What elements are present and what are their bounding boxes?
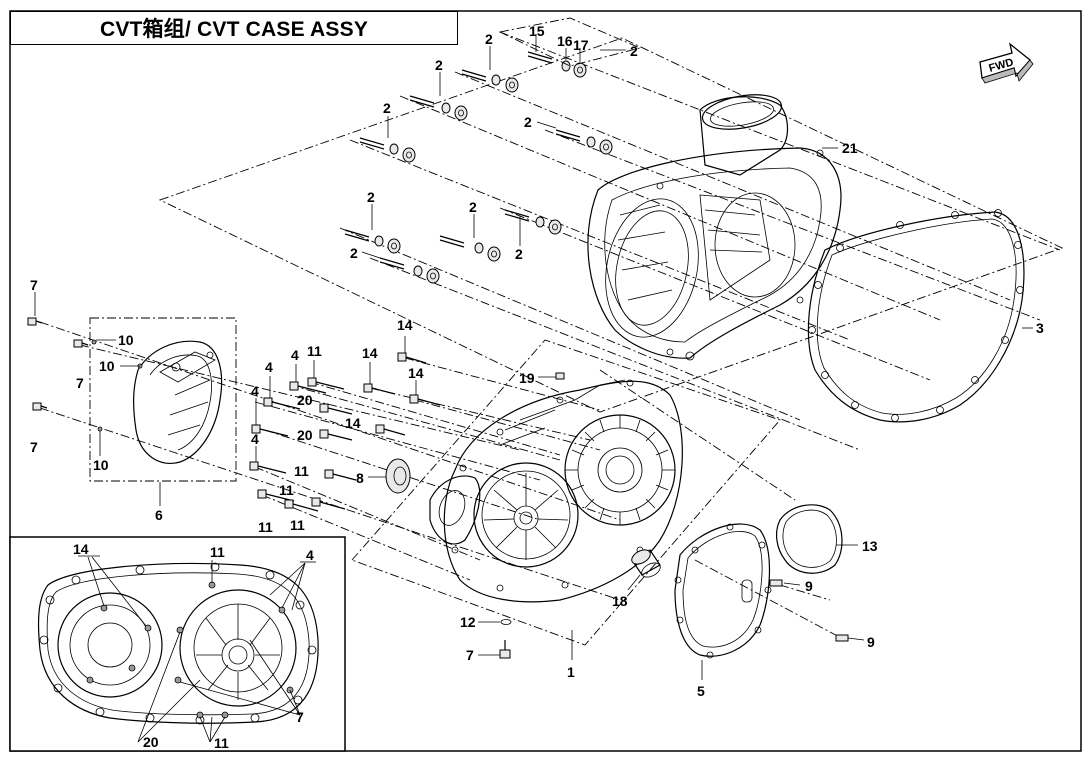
callout-15: 15 <box>529 23 545 39</box>
callout-4: 4 <box>265 359 273 375</box>
cvt-outer-cover <box>587 94 842 361</box>
callout-7: 7 <box>30 277 38 293</box>
bolt-set-lower-1 <box>344 229 401 254</box>
oil-seal <box>385 458 411 494</box>
shield-bolts <box>27 317 143 432</box>
dowel-pin <box>555 372 565 380</box>
callout-14: 14 <box>362 345 378 361</box>
callout-10: 10 <box>99 358 115 374</box>
inset-detail-view: 14 11 4 7 20 11 <box>9 536 346 752</box>
callout-7: 7 <box>76 375 84 391</box>
drain-bolt <box>499 619 512 659</box>
inner-gasket <box>674 523 772 659</box>
callout-9: 9 <box>867 634 875 650</box>
callout-14: 14 <box>397 317 413 333</box>
bolt-set-mid-right <box>555 129 613 155</box>
callout-2: 2 <box>630 43 638 59</box>
callout-4: 4 <box>251 431 259 447</box>
callout-19: 19 <box>519 370 535 386</box>
callout-2: 2 <box>435 57 443 73</box>
callout-11: 11 <box>294 463 309 479</box>
cvt-inner-case <box>429 379 683 603</box>
callout-20: 20 <box>297 427 313 443</box>
callout-3: 3 <box>1036 320 1044 336</box>
diagram-title: CVT箱组/ CVT CASE ASSY <box>10 11 458 45</box>
callout-7: 7 <box>466 647 474 663</box>
inset-callout-14: 14 <box>73 541 89 557</box>
case-bolts <box>249 352 441 512</box>
callout-12: 12 <box>460 614 476 630</box>
callout-4: 4 <box>251 383 259 399</box>
callout-11: 11 <box>258 519 273 535</box>
alignment-lines <box>39 31 1064 646</box>
fwd-arrow-icon: FWD <box>979 42 1034 84</box>
page-frame <box>9 10 1082 752</box>
callout-7: 7 <box>30 439 38 455</box>
callout-2: 2 <box>524 114 532 130</box>
callout-2: 2 <box>485 31 493 47</box>
inset-callout-4: 4 <box>306 547 314 563</box>
callout-13: 13 <box>862 538 878 554</box>
callout-11: 11 <box>307 343 322 359</box>
callout-2: 2 <box>350 245 358 261</box>
callout-8: 8 <box>356 470 364 486</box>
callout-labels: 15 16 17 2 2 2 2 2 2 2 2 2 21 3 7 10 10 … <box>30 23 1044 699</box>
callout-14: 14 <box>345 415 361 431</box>
callout-4: 4 <box>291 347 299 363</box>
bolt-set-lower-2 <box>379 257 440 284</box>
bolt-set-top-4 <box>359 137 416 163</box>
callout-11: 11 <box>290 517 305 533</box>
callout-2: 2 <box>383 100 391 116</box>
cover-gasket <box>807 209 1025 423</box>
inset-callout-11: 11 <box>214 735 229 751</box>
callout-5: 5 <box>697 683 705 699</box>
heat-shield <box>133 340 223 464</box>
bushing <box>631 549 661 578</box>
bolt-set-top-3 <box>409 95 468 121</box>
callout-2: 2 <box>367 189 375 205</box>
callout-6: 6 <box>155 507 163 523</box>
round-gasket <box>775 504 843 574</box>
callout-16: 16 <box>557 33 573 49</box>
inset-callout-7: 7 <box>296 709 304 725</box>
bolt-set-lower-3 <box>439 235 501 262</box>
callout-9: 9 <box>805 578 813 594</box>
callout-14: 14 <box>408 365 424 381</box>
callout-18: 18 <box>612 593 628 609</box>
callout-10: 10 <box>93 457 109 473</box>
callout-2: 2 <box>469 199 477 215</box>
inset-callout-11: 11 <box>210 544 225 560</box>
callout-10: 10 <box>118 332 134 348</box>
leader-lines <box>34 34 1033 680</box>
inset-callout-20: 20 <box>143 734 159 750</box>
callout-11: 11 <box>279 482 294 498</box>
shield-kit-outline <box>89 317 237 482</box>
callout-2: 2 <box>515 246 523 262</box>
callout-17: 17 <box>573 37 589 53</box>
callout-21: 21 <box>842 140 858 156</box>
kit-outline <box>498 17 642 67</box>
callout-20: 20 <box>297 392 313 408</box>
callout-1: 1 <box>567 664 575 680</box>
bolt-set-lower-4 <box>504 209 562 235</box>
bolt-set-top-2 <box>461 69 519 93</box>
